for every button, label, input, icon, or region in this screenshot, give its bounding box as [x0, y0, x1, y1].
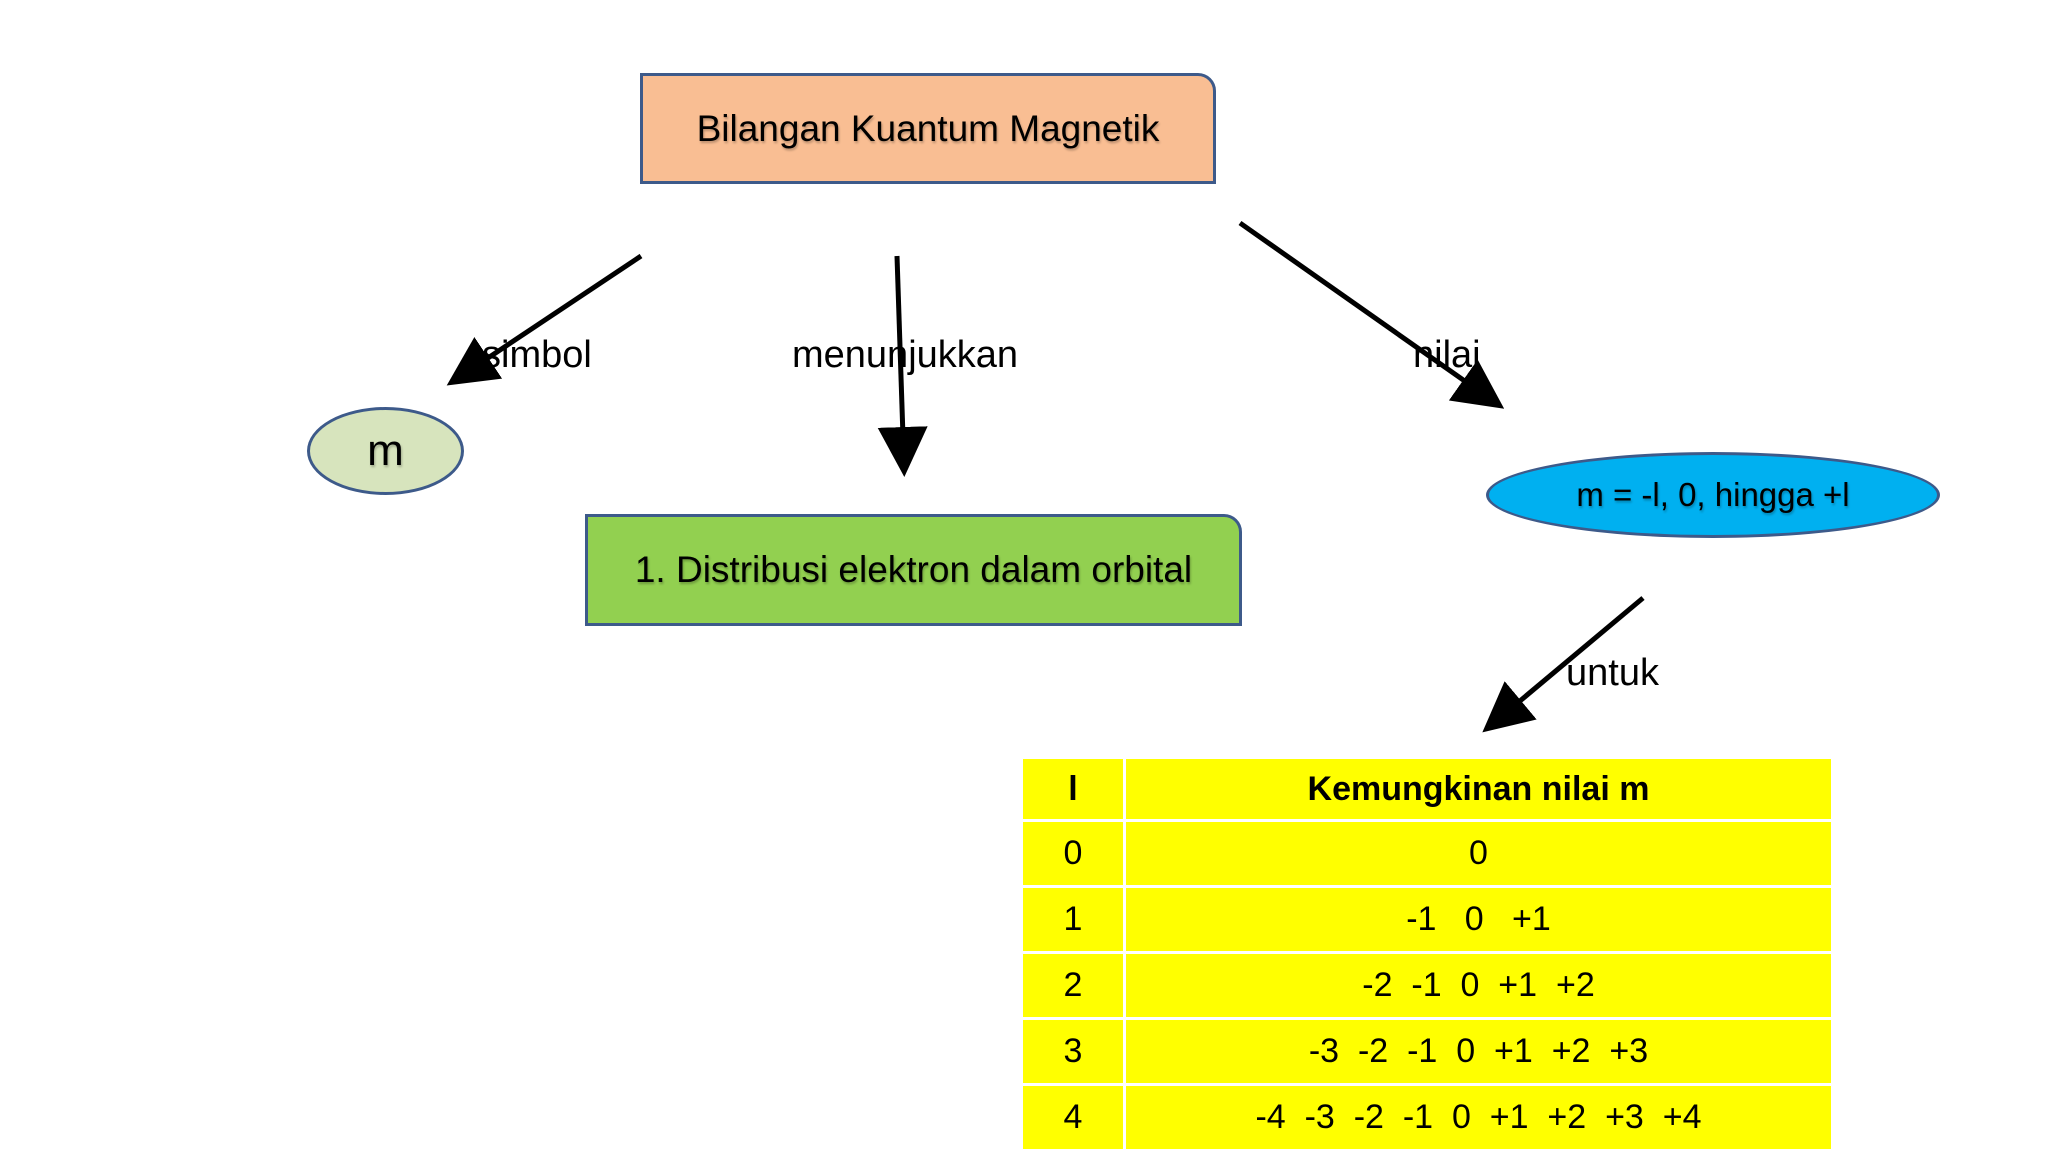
header-m-values: Kemungkinan nilai m — [1123, 756, 1834, 822]
value-text: m = -l, 0, hingga +l — [1576, 476, 1850, 513]
cell-m-values: -1 0 +1 — [1123, 885, 1834, 954]
edge-label-symbol: simbol — [482, 334, 592, 376]
title-text: Bilangan Kuantum Magnetik — [696, 107, 1160, 149]
cell-m-values: -4 -3 -2 -1 0 +1 +2 +3 +4 — [1123, 1083, 1834, 1152]
edge-label-shows: menunjukkan — [792, 334, 1019, 376]
table-row: 3 -3 -2 -1 0 +1 +2 +3 — [1020, 1017, 1834, 1086]
cell-m-values: -3 -2 -1 0 +1 +2 +3 — [1123, 1017, 1834, 1086]
header-l: l — [1020, 756, 1126, 822]
cell-l: 4 — [1020, 1083, 1126, 1152]
magnetic-quantum-table: l Kemungkinan nilai m 0 0 1 -1 0 +1 2 -2… — [1020, 756, 1834, 1152]
table-row: 0 0 — [1020, 819, 1834, 888]
cell-l: 1 — [1020, 885, 1126, 954]
table-header-row: l Kemungkinan nilai m — [1020, 756, 1834, 822]
cell-l: 0 — [1020, 819, 1126, 888]
cell-m-values: 0 — [1123, 819, 1834, 888]
edge-label-for: untuk — [1566, 652, 1659, 694]
cell-m-values: -2 -1 0 +1 +2 — [1123, 951, 1834, 1020]
value-node: m = -l, 0, hingga +l — [1486, 452, 1940, 538]
title-node: Bilangan Kuantum Magnetik — [640, 73, 1216, 184]
cell-l: 3 — [1020, 1017, 1126, 1086]
table-row: 2 -2 -1 0 +1 +2 — [1020, 951, 1834, 1020]
symbol-text: m — [367, 426, 404, 475]
table-row: 4 -4 -3 -2 -1 0 +1 +2 +3 +4 — [1020, 1083, 1834, 1152]
cell-l: 2 — [1020, 951, 1126, 1020]
symbol-node: m — [307, 407, 464, 495]
meaning-node: 1. Distribusi elektron dalam orbital — [585, 514, 1242, 626]
meaning-text: 1. Distribusi elektron dalam orbital — [634, 549, 1193, 590]
table-row: 1 -1 0 +1 — [1020, 885, 1834, 954]
edge-label-value: nilai — [1413, 334, 1481, 376]
